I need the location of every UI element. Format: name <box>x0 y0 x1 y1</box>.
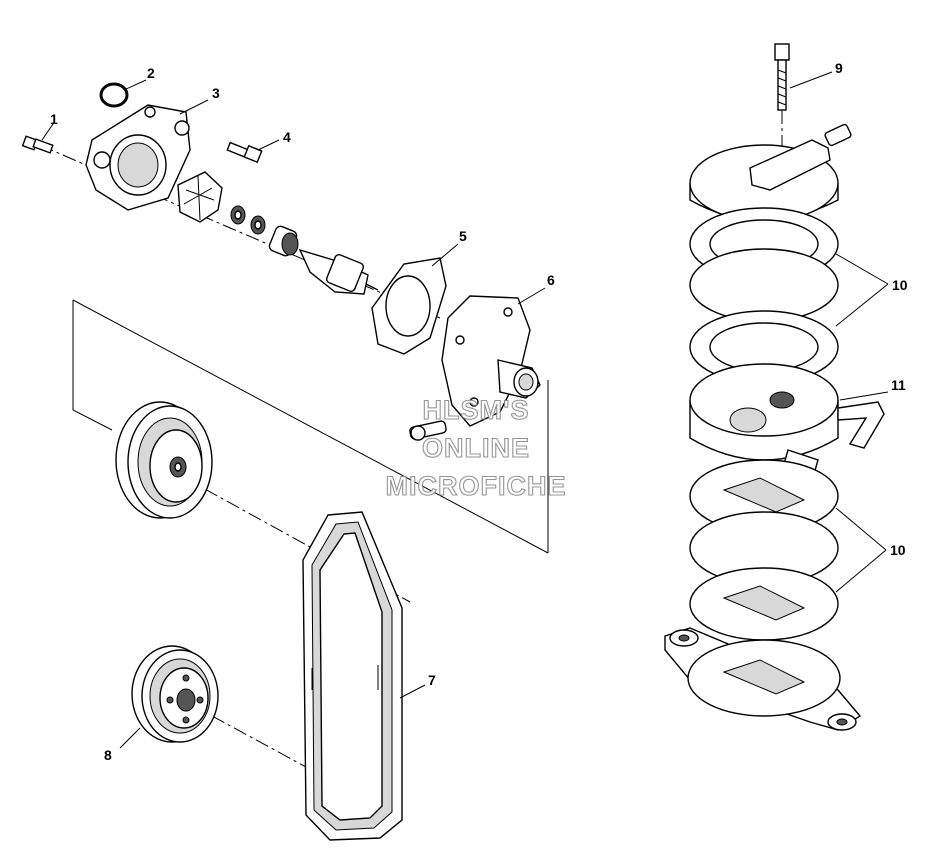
callout-4: 4 <box>283 129 291 145</box>
part-8-pulley <box>131 645 219 743</box>
callout-10-lower: 10 <box>890 542 906 558</box>
callout-8: 8 <box>104 747 112 763</box>
part-3-pump-cover <box>85 104 191 211</box>
callouts: 1 2 3 4 5 6 7 8 9 10 11 10 <box>50 60 908 763</box>
callout-10-upper: 10 <box>892 277 908 293</box>
watermark-line-3: MICROFICHE <box>386 471 567 501</box>
callout-1: 1 <box>50 111 58 127</box>
center-lines <box>39 110 783 819</box>
callout-3: 3 <box>212 85 220 101</box>
part-6-pump-housing <box>409 295 541 441</box>
callout-6: 6 <box>547 272 555 288</box>
part-2-o-ring <box>99 82 129 108</box>
watermark: HLSM'S ONLINE MICROFICHE <box>385 394 567 501</box>
watermark-line-2: ONLINE <box>422 433 530 463</box>
callout-7: 7 <box>428 672 436 688</box>
callout-11: 11 <box>891 377 906 393</box>
leader-lines <box>41 71 889 749</box>
part-9-bolt <box>774 43 790 111</box>
callout-2: 2 <box>147 65 155 81</box>
impeller-and-shaft-assembly <box>177 171 379 295</box>
watermark-line-1: HLSM'S <box>423 395 530 425</box>
part-7-v-belt <box>302 511 403 841</box>
drive-pulley <box>115 401 213 519</box>
callout-9: 9 <box>835 60 843 76</box>
part-1-bolt <box>21 135 54 154</box>
part-5-gasket <box>371 257 447 355</box>
callout-5: 5 <box>459 228 467 244</box>
part-4-bolt <box>226 141 263 164</box>
fuel-pump-stack <box>664 123 885 731</box>
